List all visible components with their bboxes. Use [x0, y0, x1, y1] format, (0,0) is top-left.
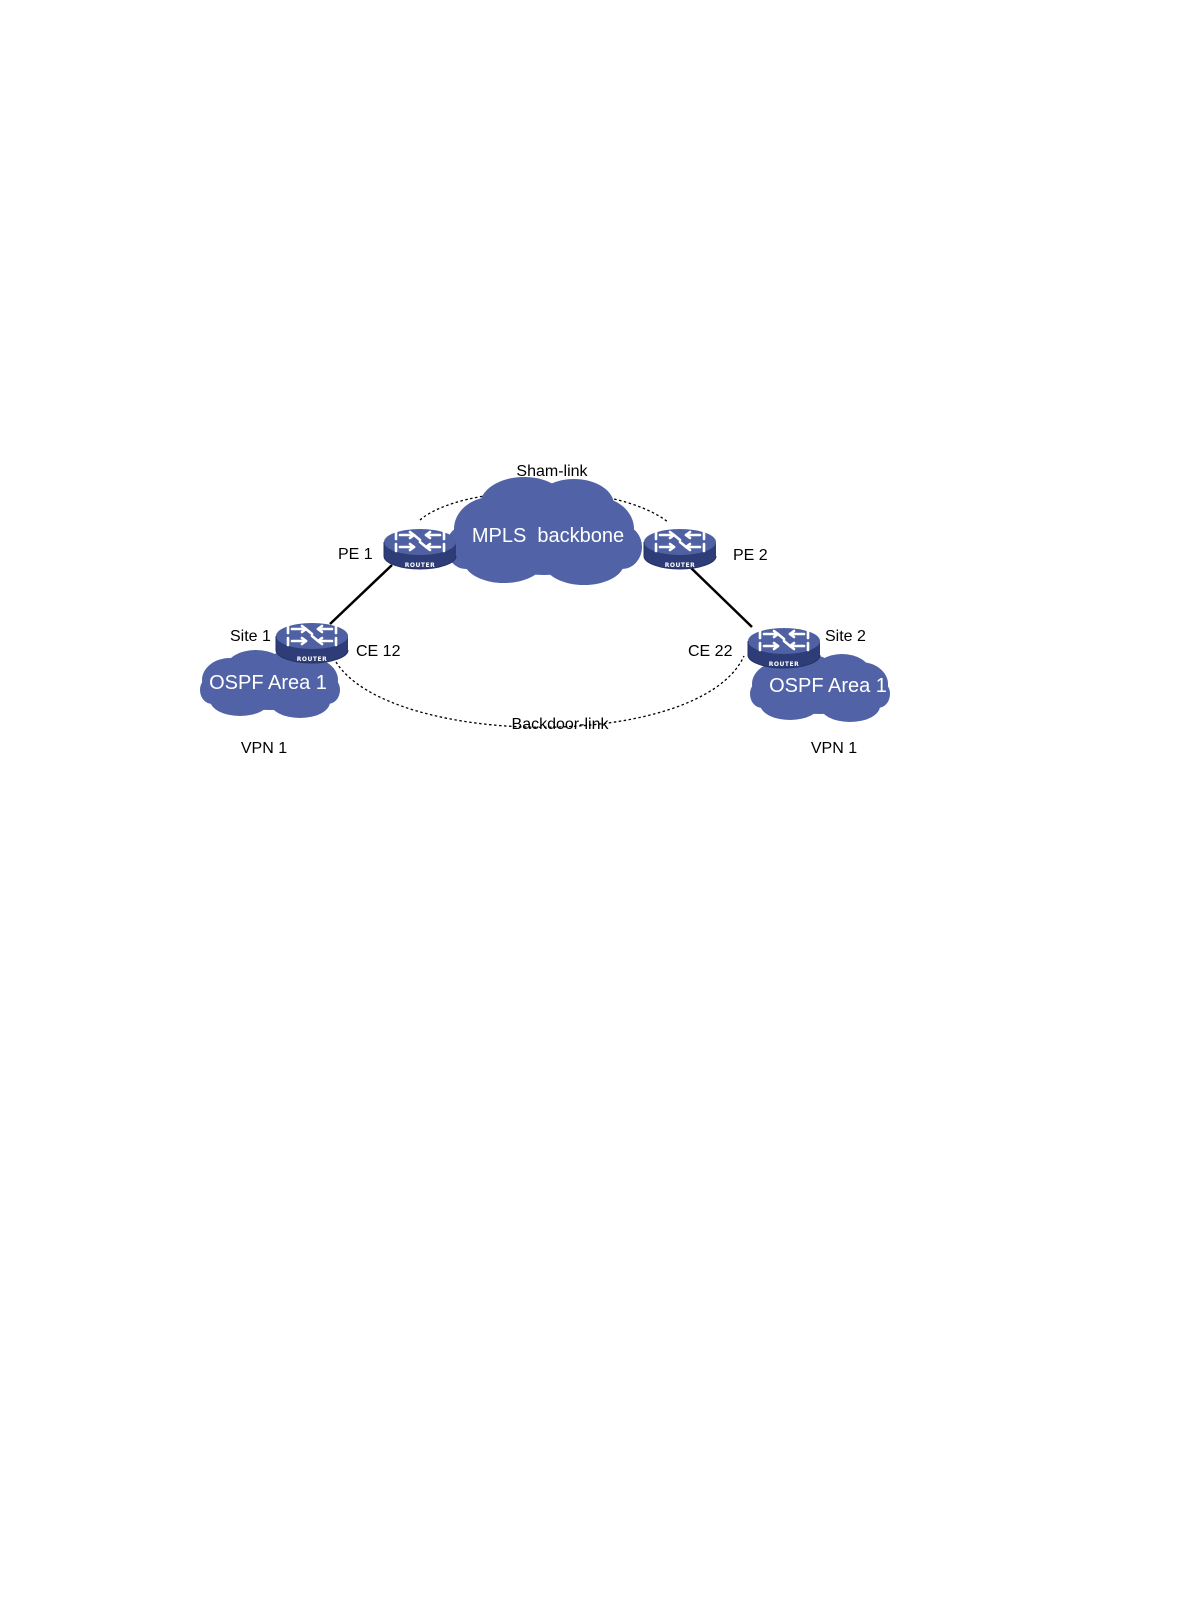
ce22-label: CE 22 [688, 643, 733, 660]
ospf-area-left-label: OSPF Area 1 [209, 672, 327, 694]
router-caption: ROUTER [665, 562, 695, 569]
router-caption: ROUTER [769, 661, 799, 668]
link-ce12-pe1 [330, 565, 392, 624]
vpn1-right-label: VPN 1 [811, 740, 857, 757]
backdoor-link-label: Backdoor-link [512, 716, 610, 733]
router-icon-ce22: ROUTER [748, 628, 820, 668]
vpn1-left-label: VPN 1 [241, 740, 287, 757]
router-caption: ROUTER [405, 562, 435, 569]
sham-link-label: Sham-link [516, 463, 588, 480]
ce12-label: CE 12 [356, 643, 401, 660]
router-icon-pe2: ROUTER [644, 529, 716, 569]
router-icon-ce12: ROUTER [276, 623, 348, 663]
pe1-label: PE 1 [338, 546, 373, 563]
ospf-area-right-label: OSPF Area 1 [769, 675, 887, 697]
mpls-backbone-label: MPLS backbone [472, 525, 624, 547]
link-pe2-ce22 [688, 565, 752, 627]
pe2-label: PE 2 [733, 547, 768, 564]
site2-label: Site 2 [825, 628, 866, 645]
router-caption: ROUTER [297, 656, 327, 663]
router-icon-pe1: ROUTER [384, 529, 456, 569]
site1-label: Site 1 [230, 628, 271, 645]
